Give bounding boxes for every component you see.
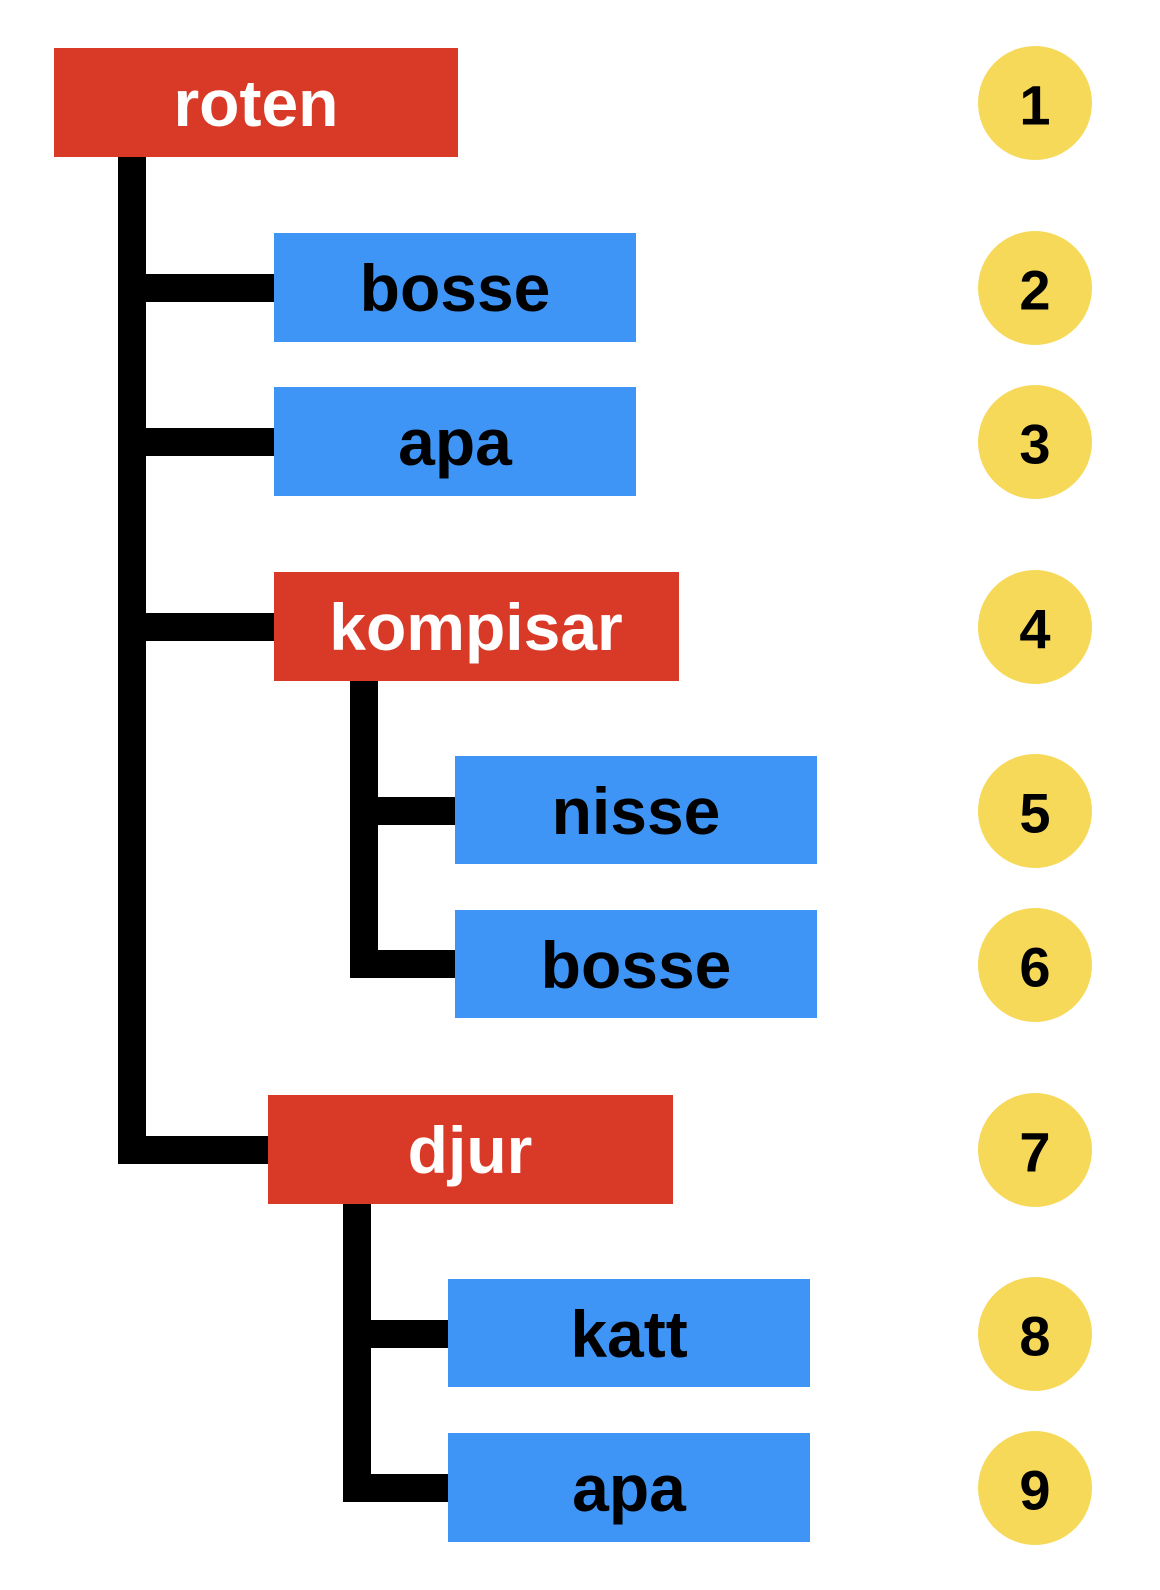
row-number-badge-7: 7 (978, 1093, 1092, 1207)
connector-trunk-roten (118, 157, 146, 1164)
node-box (274, 387, 636, 496)
badge-number: 6 (1019, 936, 1050, 999)
row-number-badge-2: 2 (978, 231, 1092, 345)
row-number-badge-9: 9 (978, 1431, 1092, 1545)
node-box (455, 756, 817, 864)
badge-number: 8 (1019, 1305, 1050, 1368)
connector-branch-djur (118, 1136, 268, 1164)
badge-number: 3 (1019, 413, 1050, 476)
row-number-badge-6: 6 (978, 908, 1092, 1022)
connector-trunk-djur (343, 1204, 371, 1502)
connector-branch-katt (343, 1320, 448, 1348)
connector-branch-bosse-2 (350, 950, 455, 978)
node-box (274, 572, 679, 681)
badge-number: 5 (1019, 782, 1050, 845)
badge-circle (978, 754, 1092, 868)
node-box (448, 1433, 810, 1542)
node-label: kompisar (329, 590, 622, 664)
node-box (455, 910, 817, 1018)
tree-node-apa: apa (274, 387, 636, 496)
tree-connectors (118, 157, 455, 1502)
tree-node-nisse: nisse (455, 756, 817, 864)
node-box (274, 233, 636, 342)
badge-number: 9 (1019, 1459, 1050, 1522)
connector-trunk-kompisar (350, 681, 378, 978)
tree-node-djur: djur (268, 1095, 673, 1204)
node-label: djur (408, 1113, 533, 1187)
badge-number: 2 (1019, 259, 1050, 322)
badge-circle (978, 1431, 1092, 1545)
connector-branch-kompisar (118, 613, 274, 641)
node-box (54, 48, 458, 157)
tree-node-roten: roten (54, 48, 458, 157)
badge-circle (978, 1277, 1092, 1391)
connector-branch-bosse (118, 274, 274, 302)
badge-circle (978, 1093, 1092, 1207)
node-label: apa (398, 405, 513, 479)
tree-node-katt: katt (448, 1279, 810, 1387)
row-number-badge-5: 5 (978, 754, 1092, 868)
tree-node-kompisar: kompisar (274, 572, 679, 681)
badge-number: 4 (1019, 598, 1050, 661)
badge-circle (978, 46, 1092, 160)
row-number-badge-3: 3 (978, 385, 1092, 499)
tree-node-bosse: bosse (274, 233, 636, 342)
node-label: bosse (360, 251, 551, 325)
node-label: katt (570, 1297, 687, 1371)
node-label: apa (572, 1451, 687, 1525)
node-box (268, 1095, 673, 1204)
row-number-badge-4: 4 (978, 570, 1092, 684)
tree-node-apa-2: apa (448, 1433, 810, 1542)
badge-number: 1 (1019, 74, 1050, 137)
tree-node-bosse-2: bosse (455, 910, 817, 1018)
badge-circle (978, 908, 1092, 1022)
badge-circle (978, 385, 1092, 499)
badge-circle (978, 231, 1092, 345)
row-number-badge-8: 8 (978, 1277, 1092, 1391)
connector-branch-nisse (350, 797, 455, 825)
node-label: bosse (541, 928, 732, 1002)
badge-circle (978, 570, 1092, 684)
node-box (448, 1279, 810, 1387)
node-label: roten (174, 66, 339, 140)
connector-branch-apa-2 (343, 1474, 448, 1502)
row-number-badge-1: 1 (978, 46, 1092, 160)
node-label: nisse (552, 774, 721, 848)
badge-number: 7 (1019, 1121, 1050, 1184)
connector-branch-apa (118, 428, 274, 456)
